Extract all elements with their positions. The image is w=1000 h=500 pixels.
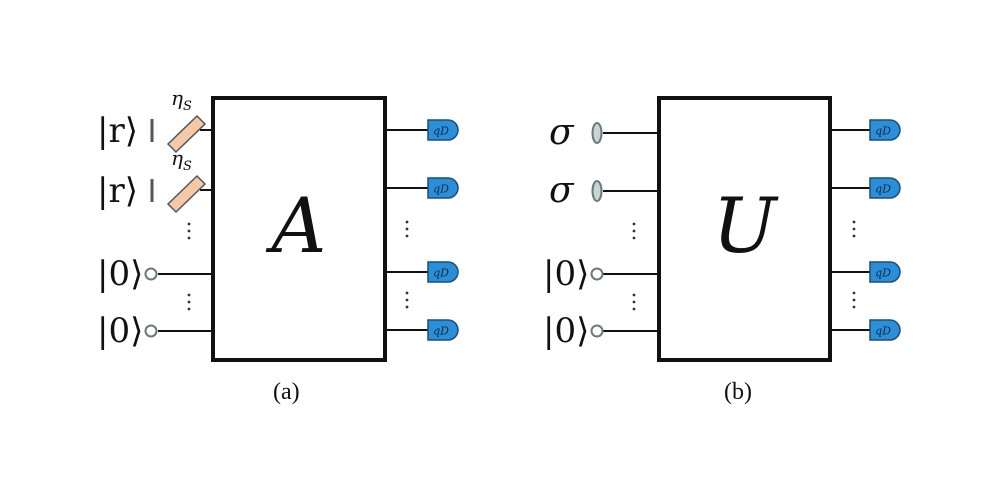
detector-icon: qD [427, 177, 459, 199]
detector-label: qD [875, 125, 891, 138]
vacuum-source-b-1 [590, 267, 604, 281]
detector-icon: qD [869, 177, 901, 199]
detector-label: qD [433, 125, 449, 138]
ellipsis-a-right-2 [405, 291, 409, 309]
thermal-source-b-1 [591, 122, 603, 144]
thermal-source-b-2 [591, 180, 603, 202]
panel-b: qD qD qD qD [590, 96, 901, 362]
detector-label: qD [875, 325, 891, 338]
input-label-b-1: σ [549, 112, 574, 153]
input-label-a-2: |r⟩ [97, 171, 138, 211]
box-b [657, 96, 832, 362]
beamsplitter-label-a-2: ηS [171, 146, 192, 174]
ellipsis-b-right-1 [852, 220, 856, 238]
panel-a: qD qD qD qD [144, 96, 459, 362]
vacuum-source-a-2 [144, 324, 158, 338]
vacuum-source-b-2 [590, 324, 604, 338]
caption-b: (b) [724, 379, 752, 405]
input-label-a-1: |r⟩ [97, 111, 138, 151]
input-label-b-3: |0⟩ [543, 254, 590, 294]
caption-a: (a) [273, 379, 300, 405]
detector-label: qD [433, 183, 449, 196]
detector-label: qD [875, 267, 891, 280]
detector-icon: qD [427, 119, 459, 141]
box-a [211, 96, 387, 362]
box-label-b: U [712, 181, 777, 270]
detector-label: qD [875, 183, 891, 196]
beamsplitter-a-2 [166, 174, 207, 214]
box-label-a: A [271, 181, 327, 270]
detector-label: qD [433, 325, 449, 338]
detector-icon: qD [427, 319, 459, 341]
input-label-b-2: σ [549, 170, 574, 211]
input-label-a-3: |0⟩ [97, 254, 144, 294]
input-label-b-4: |0⟩ [543, 311, 590, 351]
ellipsis-b-left-1 [632, 222, 636, 240]
detector-icon: qD [869, 319, 901, 341]
detector-icon: qD [869, 119, 901, 141]
vacuum-source-a-1 [144, 267, 158, 281]
ellipsis-a-left-1 [187, 222, 191, 240]
detector-label: qD [433, 267, 449, 280]
detector-icon: qD [869, 261, 901, 283]
detector-icon: qD [427, 261, 459, 283]
beamsplitter-a-1 [166, 114, 207, 154]
ellipsis-a-right-1 [405, 220, 409, 238]
input-label-a-4: |0⟩ [97, 311, 144, 351]
ellipsis-a-left-2 [187, 293, 191, 311]
beamsplitter-label-a-1: ηS [171, 86, 192, 114]
ellipsis-b-left-2 [632, 293, 636, 311]
ellipsis-b-right-2 [852, 291, 856, 309]
